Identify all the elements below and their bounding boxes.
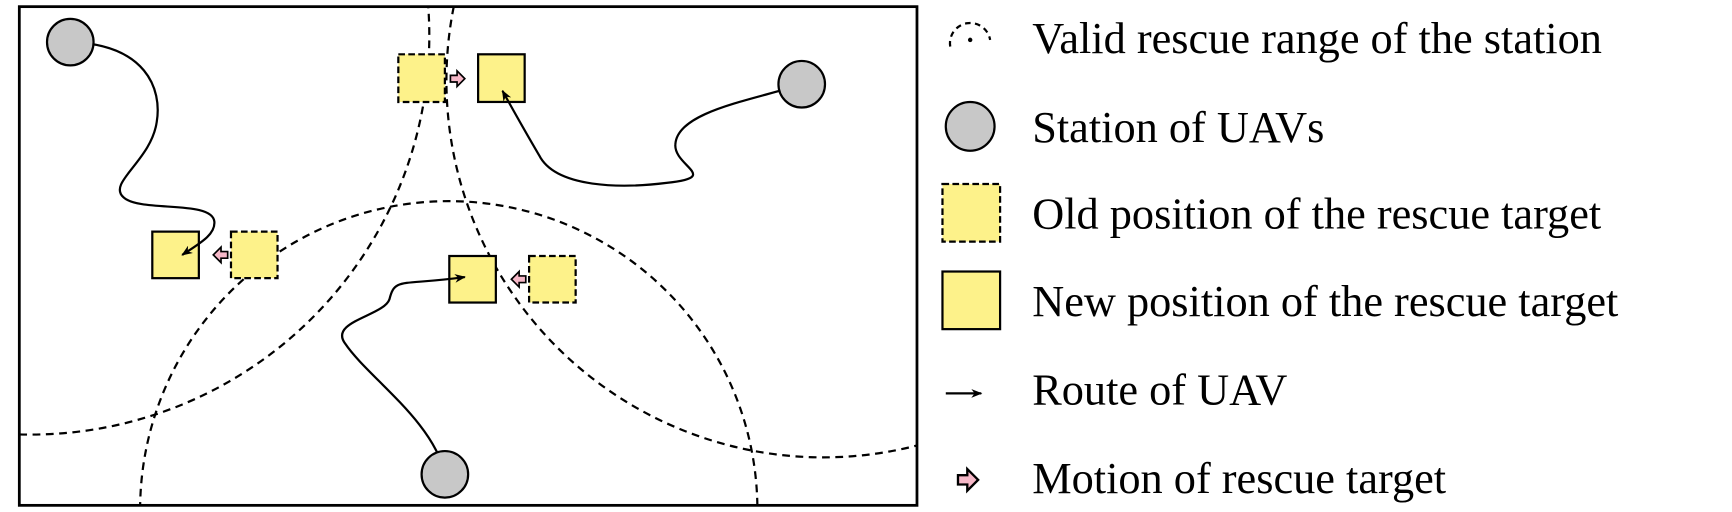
uav-route-top-right (501, 83, 803, 187)
motion-arrow-center (510, 270, 527, 288)
motion-arrow-left (212, 246, 229, 264)
motion-arrow-top (449, 70, 466, 88)
legend-label-new-position: New position of the rescue target (1032, 277, 1619, 326)
map-frame (17, 5, 919, 507)
solid-yellow-square-icon (941, 270, 1002, 331)
legend-label-old-position: Old position of the rescue target (1032, 189, 1602, 238)
old-target-center (527, 254, 577, 304)
old-target-top (397, 53, 446, 104)
legend-label-station: Station of UAVs (1032, 103, 1324, 152)
new-target-left (151, 230, 200, 280)
pink-arrow-icon (956, 467, 980, 492)
dashed-yellow-square-icon (941, 182, 1002, 243)
legend: Valid rescue range of the station Statio… (941, 14, 1619, 503)
rescue-range-bottom-station (139, 200, 759, 506)
map-area (17, 5, 919, 507)
new-target-top (477, 53, 526, 104)
old-target-left (229, 230, 279, 280)
legend-label-motion: Motion of rescue target (1032, 454, 1447, 503)
gray-circle-icon (944, 100, 996, 152)
rescue-range-right-station (445, 6, 917, 459)
legend-label-route: Route of UAV (1032, 366, 1287, 415)
station-top-right (777, 59, 827, 109)
uav-route-bottom (341, 274, 466, 475)
dashed-circle-icon (948, 21, 992, 47)
rescue-range-left-station (19, 6, 431, 436)
uav-route-top-left (70, 41, 216, 256)
legend-label-range: Valid rescue range of the station (1032, 14, 1602, 63)
station-top-left (45, 17, 95, 67)
station-bottom (420, 449, 470, 499)
